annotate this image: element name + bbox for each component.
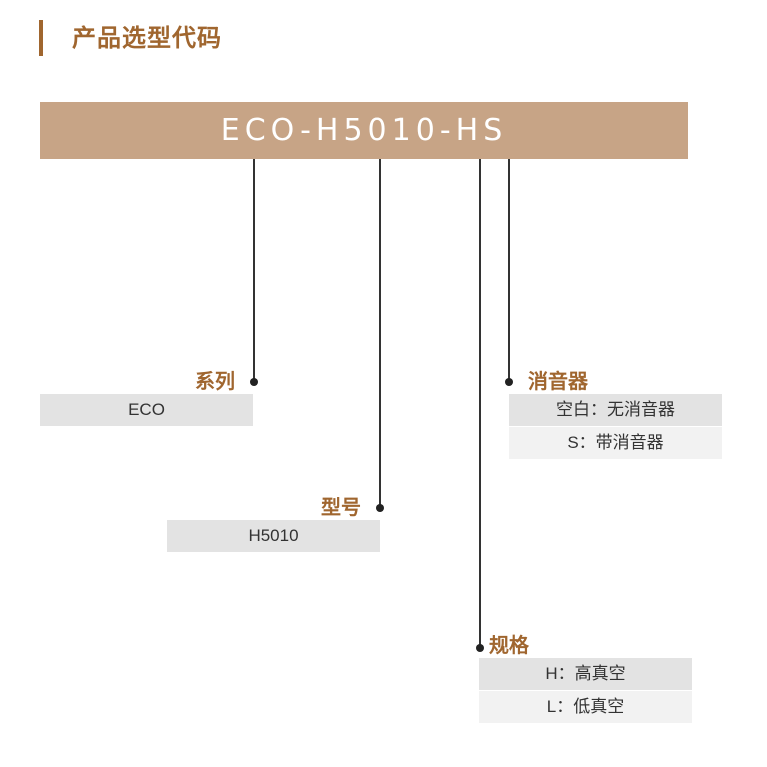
connector-dot-silencer [505, 378, 513, 386]
silencer-label: 消音器 [528, 369, 588, 393]
silencer-option-s: S：带消音器 [509, 427, 722, 459]
series-option: ECO [40, 394, 253, 426]
silencer-option-none: 空白：无消音器 [509, 394, 722, 426]
model-option: H5010 [167, 520, 380, 552]
model-label: 型号 [321, 495, 361, 519]
connector-series [253, 159, 255, 382]
connector-model [379, 159, 381, 508]
spec-label: 规格 [489, 633, 529, 657]
connector-dot-series [250, 378, 258, 386]
title-accent-bar [39, 20, 43, 56]
product-code-banner: ECO-H5010-HS [40, 102, 688, 159]
connector-dot-spec [476, 644, 484, 652]
connector-spec [479, 159, 481, 648]
spec-option-h: H：高真空 [479, 658, 692, 690]
spec-option-l: L：低真空 [479, 691, 692, 723]
connector-dot-model [376, 504, 384, 512]
series-label: 系列 [195, 369, 235, 393]
connector-silencer [508, 159, 510, 382]
page-title: 产品选型代码 [72, 24, 222, 52]
